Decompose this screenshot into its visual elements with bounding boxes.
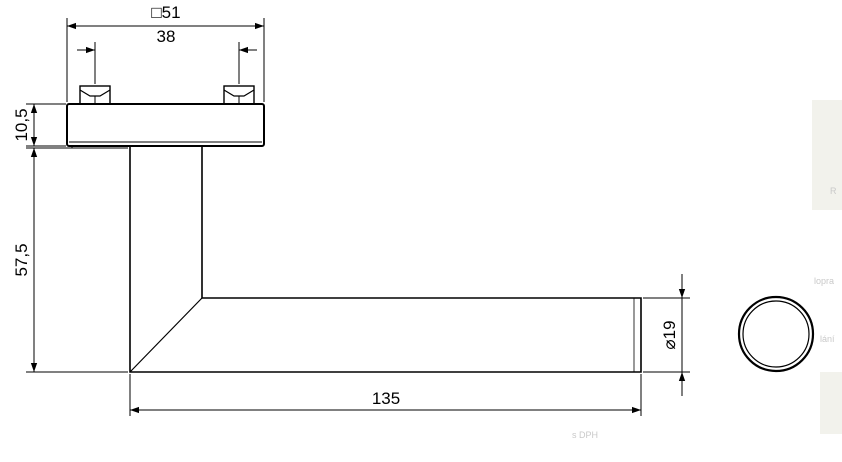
background-text-lopra: lopra <box>814 276 835 286</box>
background-text-r: R <box>830 186 837 196</box>
label-handle-diameter: ⌀19 <box>660 320 679 349</box>
label-rose-square: □51 <box>151 3 180 22</box>
label-screw-spacing: 38 <box>157 27 176 46</box>
background-price-note: s DPH <box>572 430 599 440</box>
dimension-rose-width <box>66 18 265 102</box>
dimension-handle-height <box>26 147 128 373</box>
label-handle-length: 135 <box>372 389 400 408</box>
background-panel-right-bottom <box>820 372 842 434</box>
handle-cross-section <box>737 295 815 373</box>
screw-boss-right <box>223 85 255 105</box>
dimension-handle-diameter <box>643 274 690 396</box>
background-text-lani: lání <box>820 334 835 344</box>
dimension-handle-length <box>129 374 642 416</box>
dimension-screw-spacing <box>77 42 257 84</box>
dimension-rose-height <box>26 103 66 147</box>
rose-plate <box>66 103 265 148</box>
handle-lever <box>129 146 642 373</box>
background-panel-right-top <box>812 100 842 210</box>
label-handle-height: 57,5 <box>12 243 31 276</box>
screw-boss-left <box>79 85 111 105</box>
label-rose-height: 10,5 <box>12 108 31 141</box>
